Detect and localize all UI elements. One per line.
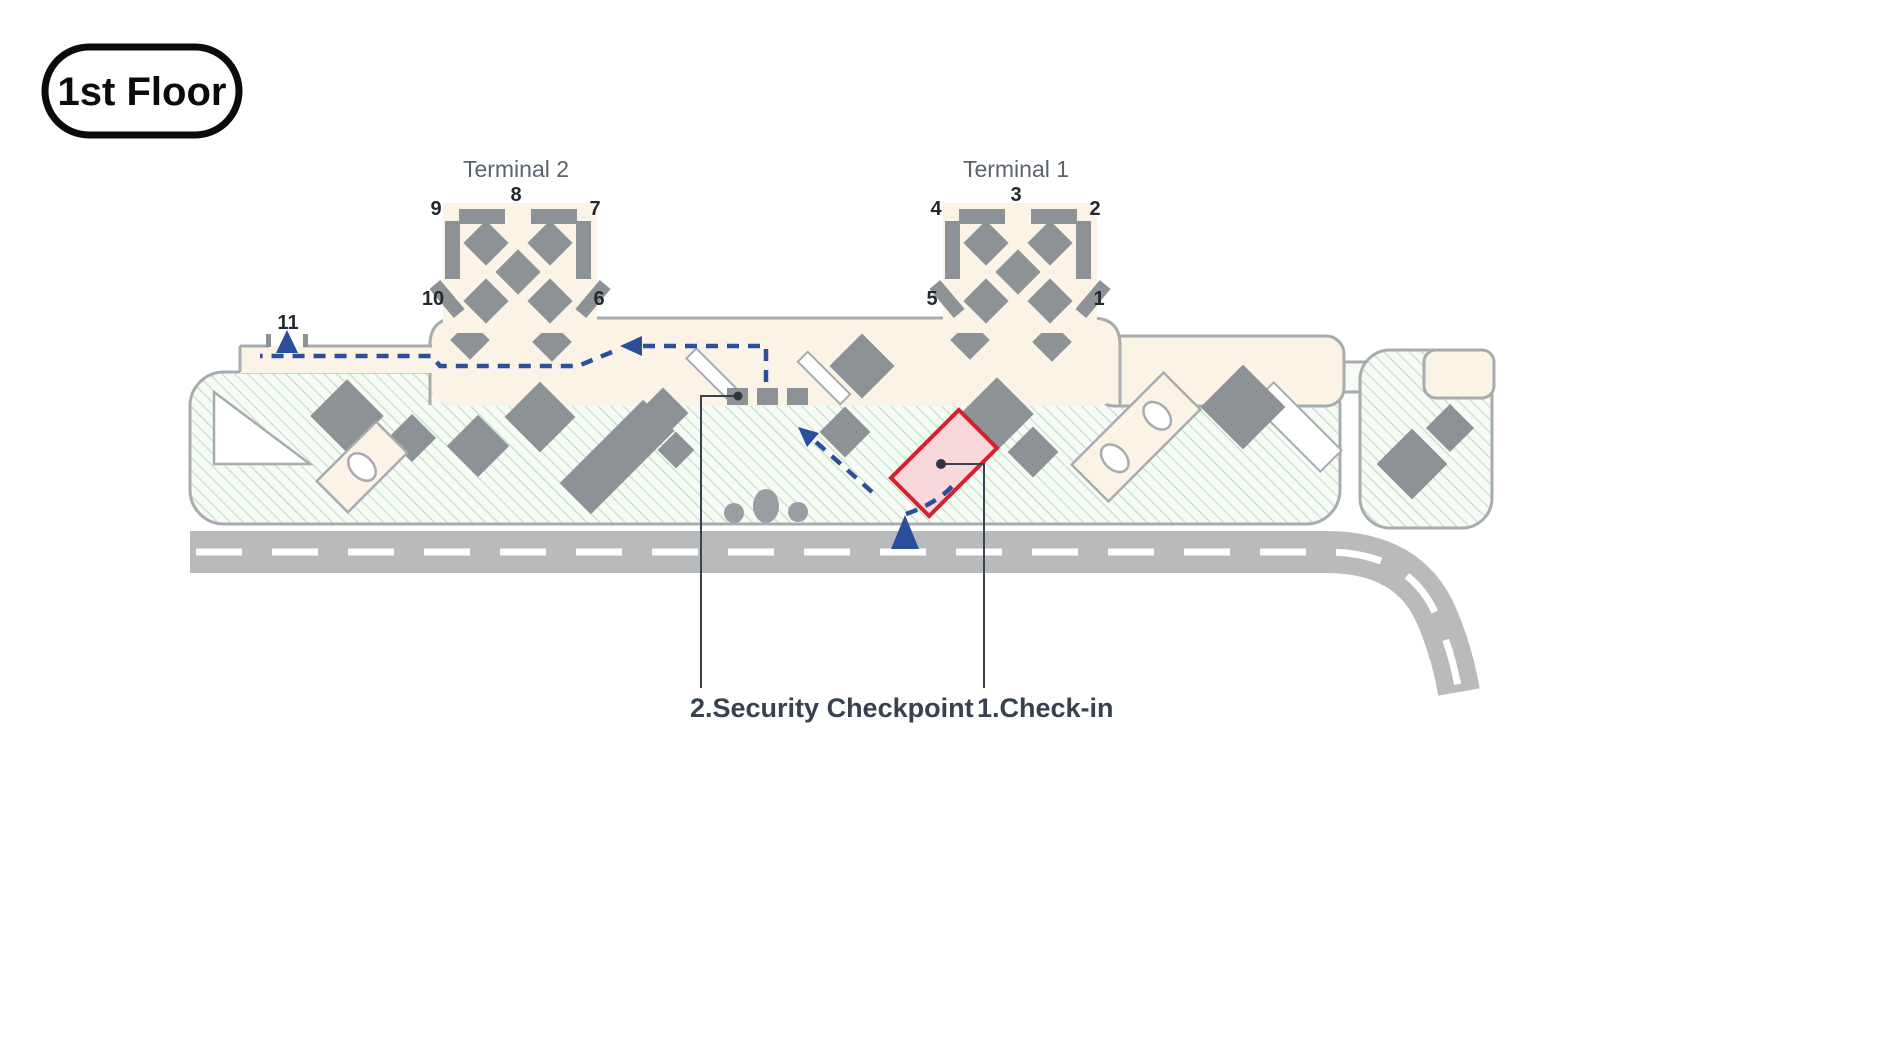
wall xyxy=(445,221,460,279)
wall xyxy=(929,279,965,319)
gate-2-label: 2 xyxy=(1089,198,1100,220)
callout-dot-checkin xyxy=(936,459,946,469)
wall xyxy=(1076,221,1091,279)
terminal-2-label: Terminal 2 xyxy=(463,156,569,182)
wall xyxy=(945,221,960,279)
callout-lines xyxy=(700,395,985,688)
entrance-arrow xyxy=(891,515,919,549)
wall xyxy=(959,209,1005,224)
wall xyxy=(429,279,465,319)
to-security-arrow xyxy=(798,427,819,447)
gate-3-label: 3 xyxy=(1010,184,1021,206)
gate-8-label: 8 xyxy=(510,184,521,206)
route-path xyxy=(260,343,957,517)
gate-1-label: 1 xyxy=(1093,288,1104,310)
check-in-label: 1.Check-in xyxy=(977,693,1114,723)
road-surface xyxy=(190,531,1480,696)
wall xyxy=(1031,209,1077,224)
wall xyxy=(1075,279,1111,319)
wall xyxy=(459,209,505,224)
central-corridor xyxy=(428,316,1122,406)
gate-9-label: 9 xyxy=(430,198,441,220)
building-block xyxy=(1376,428,1448,500)
floor-badge: 1st Floor xyxy=(41,43,243,139)
terminal-1-label: Terminal 1 xyxy=(963,156,1069,182)
route-arrows xyxy=(276,330,919,549)
road-center-line xyxy=(196,548,1463,693)
wall xyxy=(575,279,611,319)
escalator-left xyxy=(314,419,410,515)
gate-5-label: 5 xyxy=(926,288,937,310)
pillars xyxy=(724,489,808,523)
module-notch xyxy=(1422,348,1496,400)
callout-dot-security xyxy=(733,391,743,401)
wall xyxy=(531,209,577,224)
gate-6-label: 6 xyxy=(593,288,604,310)
left-wedge xyxy=(212,389,314,466)
gate-4-label: 4 xyxy=(930,198,942,220)
gate-post xyxy=(266,334,271,347)
wall xyxy=(576,221,591,279)
escalator-right xyxy=(1069,370,1203,504)
floor-badge-label: 1st Floor xyxy=(58,70,227,114)
service-corridor xyxy=(796,350,852,406)
gate-11-label: 11 xyxy=(277,312,298,334)
terminal-2-concourse xyxy=(429,203,611,333)
right-parking-module xyxy=(1336,348,1496,530)
gate-7-label: 7 xyxy=(589,198,600,220)
corridor-arrow xyxy=(620,336,642,356)
road xyxy=(190,531,1480,696)
exit-arrow xyxy=(276,330,298,353)
gate-post xyxy=(303,334,308,347)
gate-10-label: 10 xyxy=(422,288,444,310)
terminal-1-concourse xyxy=(929,203,1111,333)
security-checkpoint-label: 2.Security Checkpoint xyxy=(690,693,974,723)
gate-numbers: 9 8 7 10 6 4 3 2 5 1 11 xyxy=(277,184,1104,334)
exit-walkway xyxy=(238,334,432,373)
